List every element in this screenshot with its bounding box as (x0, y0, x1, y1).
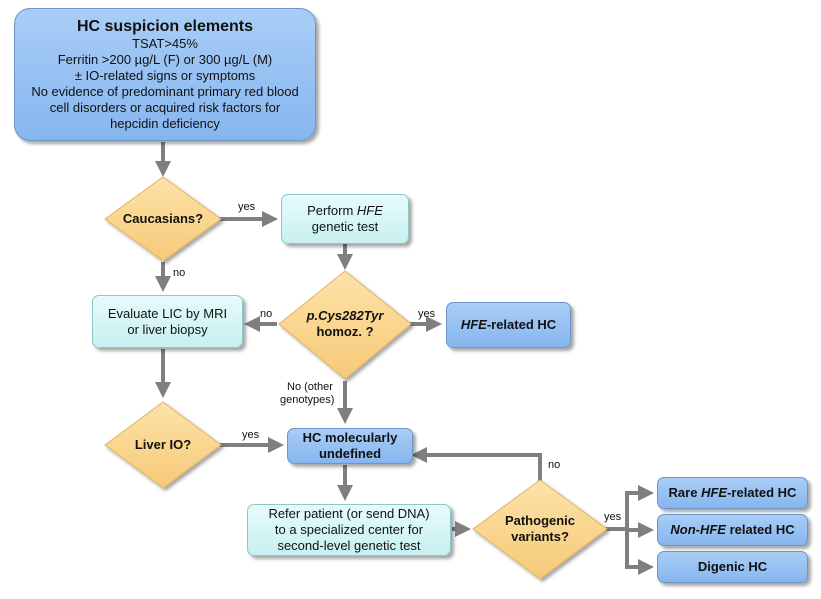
cys282-homoz: homoz. ? (316, 324, 374, 339)
cys282-label: p.Cys282Tyr homoz. ? (285, 306, 405, 342)
hc-suspicion-title: HC suspicion elements (76, 18, 254, 35)
refer-line3: second-level genetic test (277, 538, 421, 553)
hc-undefined-line1: HC molecularly (302, 430, 398, 445)
rare-hfe-related-box: Rare HFE-related HC (657, 477, 808, 509)
perform-label: Perform (307, 203, 357, 218)
liver-io-diamond (104, 401, 222, 489)
edge-label-no-cys: no (260, 308, 273, 320)
hfe-related-hc-box: HFE-related HC (446, 302, 571, 348)
caucasians-diamond (104, 176, 222, 262)
rare-label: Rare (668, 485, 702, 500)
criteria-no-evidence-1: No evidence of predominant primary red b… (31, 84, 299, 99)
liver-io-label: Liver IO? (134, 437, 192, 452)
edge-label-no-caucasians: no (173, 267, 186, 279)
criteria-tsat: TSAT>45% (132, 36, 198, 51)
genetic-test-label: genetic test (311, 219, 379, 234)
pathogenic-diamond (472, 479, 608, 580)
evaluate-lic-line1: Evaluate LIC by MRI (107, 305, 228, 321)
pathogenic-line2: variants? (511, 529, 569, 544)
cys282-variant: p.Cys282Tyr (306, 308, 384, 323)
edge-label-yes-cys: yes (418, 308, 436, 320)
evaluate-lic-line2: or liver biopsy (127, 321, 208, 337)
hc-suspicion-box: HC suspicion elements TSAT>45% Ferritin … (14, 8, 316, 141)
hfe-gene-label: HFE (356, 203, 383, 218)
rare-hfe-rest: -related HC (727, 485, 797, 500)
edge-label-other-genotypes-2: genotypes) (280, 394, 335, 406)
arrow-pathogenic-to-undefined (411, 447, 542, 481)
non-hfe-related-box: Non-HFE related HC (657, 514, 808, 546)
digenic-label: Digenic HC (697, 559, 768, 574)
edge-label-other-genotypes-1: No (other (287, 381, 333, 393)
edge-label-yes-liver: yes (242, 429, 260, 441)
evaluate-lic-box: Evaluate LIC by MRI or liver biopsy (92, 295, 243, 348)
refer-line1: Refer patient (or send DNA) (268, 506, 430, 521)
edge-label-yes-pathogenic: yes (604, 511, 622, 523)
criteria-no-evidence-2: cell disorders or acquired risk factors … (49, 100, 281, 115)
edge-label-yes-caucasians: yes (238, 201, 256, 213)
criteria-io-signs: ± IO-related signs or symptoms (74, 68, 256, 83)
criteria-no-evidence-3: hepcidin deficiency (110, 116, 220, 131)
hc-undefined-box: HC molecularly undefined (287, 428, 413, 464)
rare-hfe-gene: HFE (701, 485, 728, 500)
refer-patient-box: Refer patient (or send DNA) to a special… (247, 504, 451, 556)
non-hfe-gene: Non-HFE (670, 522, 726, 537)
criteria-ferritin: Ferritin >200 µg/L (F) or 300 µg/L (M) (57, 52, 273, 67)
pathogenic-label: Pathogenic variants? (485, 512, 595, 546)
hc-undefined-line2: undefined (318, 446, 382, 461)
non-hfe-rest: related HC (725, 522, 795, 537)
caucasians-label: Caucasians? (122, 211, 204, 226)
perform-hfe-test-box: Perform HFE genetic test (281, 194, 409, 244)
pathogenic-line1: Pathogenic (504, 513, 576, 528)
hfe-related-gene: HFE (460, 317, 487, 332)
cys282-diamond (278, 270, 412, 380)
digenic-hc-box: Digenic HC (657, 551, 808, 583)
edge-label-no-pathogenic: no (548, 459, 561, 471)
hfe-related-rest: -related HC (486, 317, 557, 332)
refer-line2: to a specialized center for (274, 522, 424, 537)
